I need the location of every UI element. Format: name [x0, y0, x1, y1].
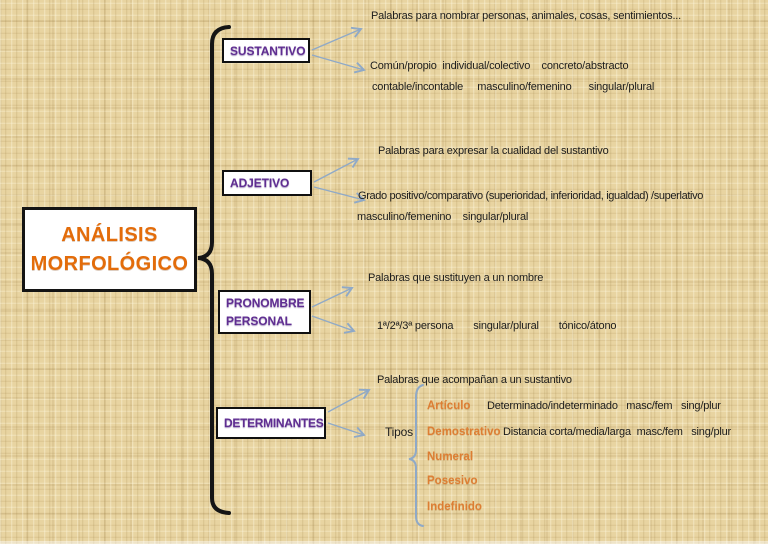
main-topic-line1: ANÁLISIS — [61, 223, 158, 246]
pronombre-label-line1: PRONOMBRE — [226, 296, 305, 310]
sustantivo-label: SUSTANTIVO — [230, 43, 306, 58]
arrow-pronombre-2 — [311, 315, 356, 334]
tipo-articulo: Artículo — [427, 400, 471, 412]
main-topic-line2: MORFOLÓGICO — [30, 252, 189, 275]
adjetivo-grades-line1: Grado positivo/comparativo (superioridad… — [358, 190, 704, 202]
adjetivo-grades-line2: masculino/femenino singular/plural — [357, 211, 529, 223]
arrow-pronombre-1 — [311, 286, 354, 308]
arrow-adjetivo-1 — [313, 157, 360, 183]
sustantivo-box: SUSTANTIVO — [222, 38, 310, 63]
tipo-articulo-detail: Determinado/indeterminado masc/fem sing/… — [487, 400, 721, 412]
tipos-brace — [408, 384, 424, 527]
tipo-demostrativo-detail: Distancia corta/media/larga masc/fem sin… — [503, 426, 732, 438]
tipos-label: Tipos — [385, 425, 413, 439]
arrow-adjetivo-2 — [313, 186, 366, 204]
main-brace — [197, 25, 231, 515]
determinantes-box: DETERMINANTES — [216, 407, 326, 439]
tipo-posesivo: Posesivo — [427, 475, 478, 487]
determinantes-label: DETERMINANTES — [224, 416, 324, 430]
adjetivo-definition: Palabras para expresar la cualidad del s… — [378, 145, 609, 157]
arrow-sustantivo-2 — [311, 54, 366, 74]
sustantivo-definition: Palabras para nombrar personas, animales… — [371, 10, 682, 22]
tipo-demostrativo: Demostrativo — [427, 426, 501, 438]
sustantivo-classes-line2: contable/incontable masculino/femenino s… — [372, 81, 655, 93]
adjetivo-box: ADJETIVO — [222, 170, 312, 196]
arrow-determinantes-1 — [327, 388, 371, 413]
pronombre-definition: Palabras que sustituyen a un nombre — [368, 272, 544, 284]
arrow-sustantivo-1 — [311, 26, 363, 51]
tipo-indefinido: Indefinido — [427, 501, 482, 513]
tipo-numeral: Numeral — [427, 451, 474, 463]
determinantes-definition: Palabras que acompañan a un sustantivo — [377, 374, 572, 386]
arrow-determinantes-2 — [327, 422, 366, 438]
pronombre-label-line2: PERSONAL — [226, 314, 292, 328]
pronombre-personal-box: PRONOMBRE PERSONAL — [218, 290, 311, 334]
adjetivo-label: ADJETIVO — [230, 176, 290, 190]
main-topic-box: ANÁLISIS MORFOLÓGICO — [22, 207, 197, 292]
pronombre-features: 1ª/2ª/3ª persona singular/plural tónico/… — [377, 320, 617, 332]
sustantivo-classes-line1: Común/propio individual/colectivo concre… — [370, 60, 629, 72]
